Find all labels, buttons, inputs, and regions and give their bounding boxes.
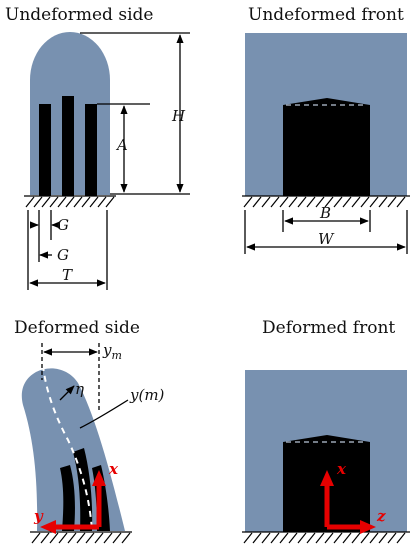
label-y-m: ym [102,341,122,362]
eta-arrow [59,385,75,401]
y-of-m-leader [79,399,129,429]
label-z-axis: z [376,507,386,525]
dimension-y-m: ym [41,341,122,410]
deformed-side-panel: Deformed side ym η y(m) [14,318,165,544]
label-x-axis-side: x [108,460,119,478]
dimension-H: H [80,32,190,195]
dimension-A: A [97,103,150,193]
dimension-G-T: G G T [27,210,108,290]
deformed-side-title: Deformed side [14,318,140,338]
neutral-axis-eta [40,342,93,532]
axes-deformed-side: x y [33,460,119,534]
label-G-bottom: G [57,246,69,264]
label-x-axis-front: x [336,460,347,478]
tooth-bent-middle [73,448,93,531]
deformed-front-title: Deformed front [262,318,395,338]
deformed-front-panel: Deformed front x z [242,318,410,544]
label-T: T [62,266,73,284]
tooth-right [85,104,97,196]
label-H: H [171,107,186,125]
undeformed-front-panel: Undeformed front B W [242,5,410,254]
label-y-axis-side: y [33,507,44,525]
tooth-left [39,104,51,196]
dimension-W: W [244,210,408,254]
label-W: W [318,230,335,248]
label-y-of-m: y(m) [129,386,165,404]
label-eta: η [75,380,84,398]
undeformed-side-title: Undeformed side [5,5,153,25]
label-A: A [115,136,128,154]
undeformed-front-title: Undeformed front [248,5,404,25]
tooth-middle [62,96,74,196]
ground-hatch-front [242,195,410,208]
dimension-B: B [282,204,371,232]
undeformed-side-panel: Undeformed side H A [5,5,190,290]
tooth-block-front [283,98,370,196]
label-G-top: G [57,216,69,234]
ground-hatch-deformed-side [30,531,132,544]
label-B: B [319,204,331,222]
tooth-bent-left [60,465,75,531]
axes-deformed-front: x z [320,460,386,534]
ground-hatch-deformed-front [242,531,410,544]
ground-hatch-side [24,195,116,208]
